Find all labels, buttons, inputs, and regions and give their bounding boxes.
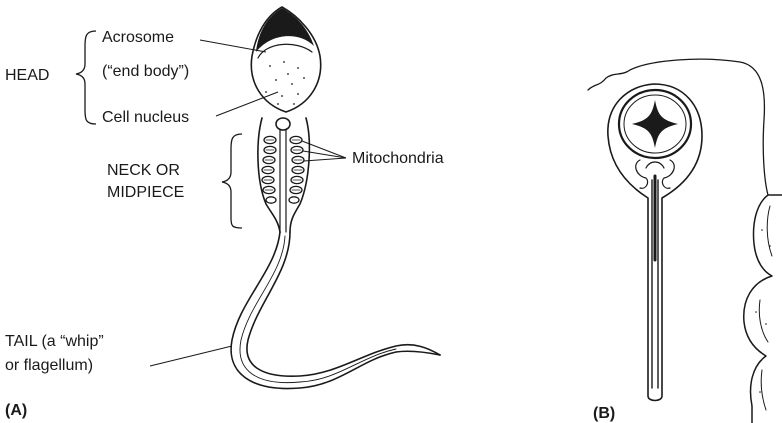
head-brace xyxy=(76,31,96,124)
label-neck-line2: MIDPIECE xyxy=(107,184,184,201)
nucleus-leader xyxy=(216,92,278,116)
label-group: HEAD Acrosome (“end body”) Cell nucleus … xyxy=(5,29,444,419)
label-end-body: (“end body”) xyxy=(102,63,189,80)
label-mitochondria: Mitochondria xyxy=(352,150,444,167)
label-cell-nucleus: Cell nucleus xyxy=(102,109,189,126)
tail-outer xyxy=(231,232,440,389)
label-head: HEAD xyxy=(5,67,49,84)
label-acrosome: Acrosome xyxy=(102,29,174,46)
label-tail-line2: or flagellum) xyxy=(5,357,93,374)
label-tail-line1: TAIL (a “whip” xyxy=(5,333,104,350)
neck-brace xyxy=(222,134,242,228)
centriole xyxy=(276,118,290,130)
tail-inner xyxy=(247,232,440,376)
segmented-body xyxy=(744,195,782,423)
midpiece-outline xyxy=(258,118,309,232)
sperm-cell-drawing xyxy=(231,7,440,389)
tail-leader xyxy=(150,346,232,366)
label-neck-line1: NECK OR xyxy=(107,162,180,179)
panel-b-drawing xyxy=(588,59,782,423)
axial-filament xyxy=(280,130,286,232)
panel-a-tag: (A) xyxy=(5,402,27,419)
panel-b-tag: (B) xyxy=(593,405,615,422)
